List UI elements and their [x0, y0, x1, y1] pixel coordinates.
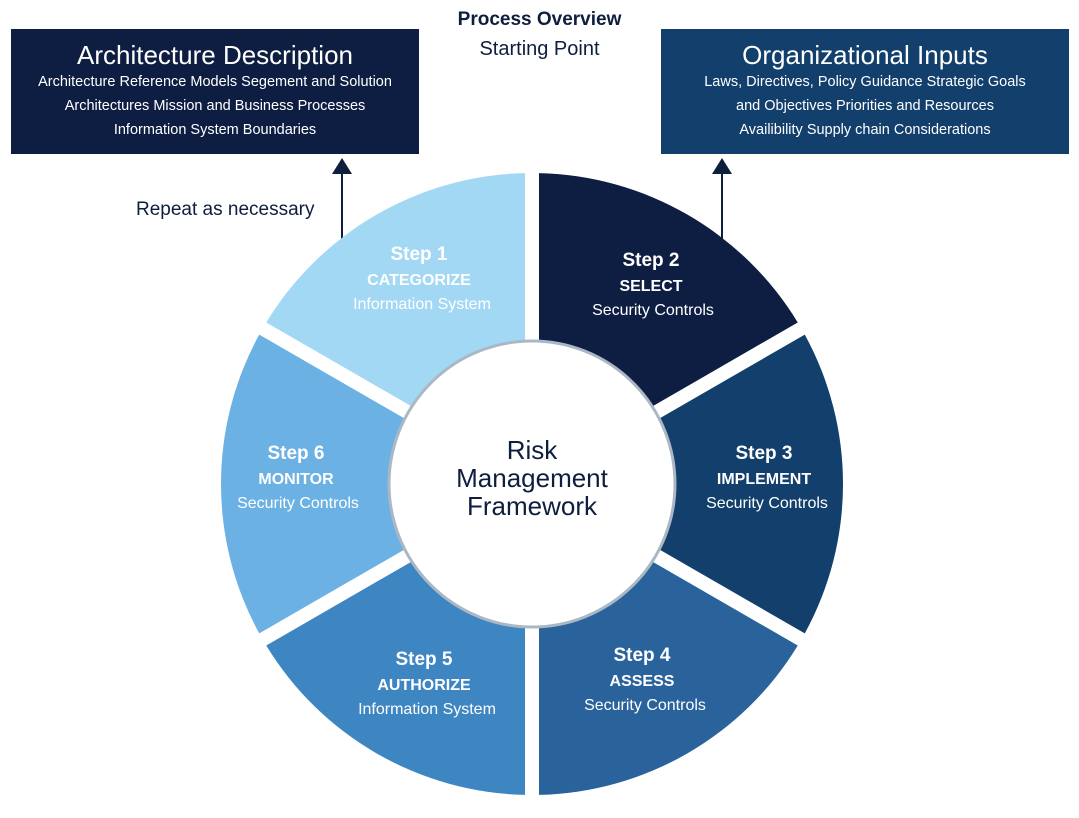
step-1-desc: Information System: [353, 296, 491, 313]
step-3-number: Step 3: [735, 443, 792, 464]
diagram-subtitle: Starting Point: [479, 38, 600, 60]
center-circle: [387, 339, 677, 629]
step-2-segment: [659, 334, 843, 634]
organizational-inputs-line: Laws, Directives, Policy Guidance Strate…: [704, 74, 1026, 90]
step-4-segment: [266, 561, 526, 795]
step-5-number: Step 5: [395, 649, 452, 670]
step-2-number: Step 2: [622, 250, 679, 271]
step-4-desc: Security Controls: [584, 697, 706, 714]
step-3-name: IMPLEMENT: [717, 471, 811, 488]
step-1-name: CATEGORIZE: [367, 272, 471, 289]
step-1-segment: [538, 173, 798, 407]
architecture-description-line: Architectures Mission and Business Proce…: [64, 98, 366, 114]
step-6-name: MONITOR: [258, 471, 334, 488]
organizational-inputs-title: Organizational Inputs: [742, 40, 988, 70]
step-2-desc: Security Controls: [592, 302, 714, 319]
step-6-number: Step 6: [267, 443, 324, 464]
step-3-segment: [538, 561, 798, 795]
organizational-inputs-line: and Objectives Priorities and Resources: [736, 98, 994, 114]
architecture-description-title: Architecture Description: [77, 40, 353, 70]
step-6-segment: [266, 173, 526, 407]
organizational-inputs-line: Availibility Supply chain Considerations: [739, 122, 991, 138]
step-4-name: ASSESS: [610, 673, 675, 690]
step-5-desc: Information System: [358, 701, 496, 718]
architecture-description-line: Architecture Reference Models Segement a…: [38, 74, 392, 90]
arrow-head-up-icon: [712, 158, 732, 174]
step-1-number: Step 1: [390, 244, 447, 265]
center-label-line: Risk: [507, 435, 559, 465]
step-5-name: AUTHORIZE: [377, 677, 471, 694]
step-3-desc: Security Controls: [706, 495, 828, 512]
organizational-inputs-box: Organizational Inputs Laws, Directives, …: [661, 29, 1069, 154]
repeat-label: Repeat as necessary: [136, 199, 315, 220]
arrow-head-up-icon: [332, 158, 352, 174]
architecture-description-box: Architecture Description Architecture Re…: [11, 29, 419, 154]
architecture-description-line: Information System Boundaries: [113, 122, 317, 138]
step-4-number: Step 4: [613, 645, 670, 666]
center-label-line: Management: [456, 463, 609, 493]
diagram-title: Process Overview: [457, 9, 622, 30]
center-label-line: Framework: [467, 491, 598, 521]
step-5-segment: [220, 334, 405, 634]
step-6-desc: Security Controls: [237, 495, 359, 512]
step-2-name: SELECT: [619, 278, 682, 295]
